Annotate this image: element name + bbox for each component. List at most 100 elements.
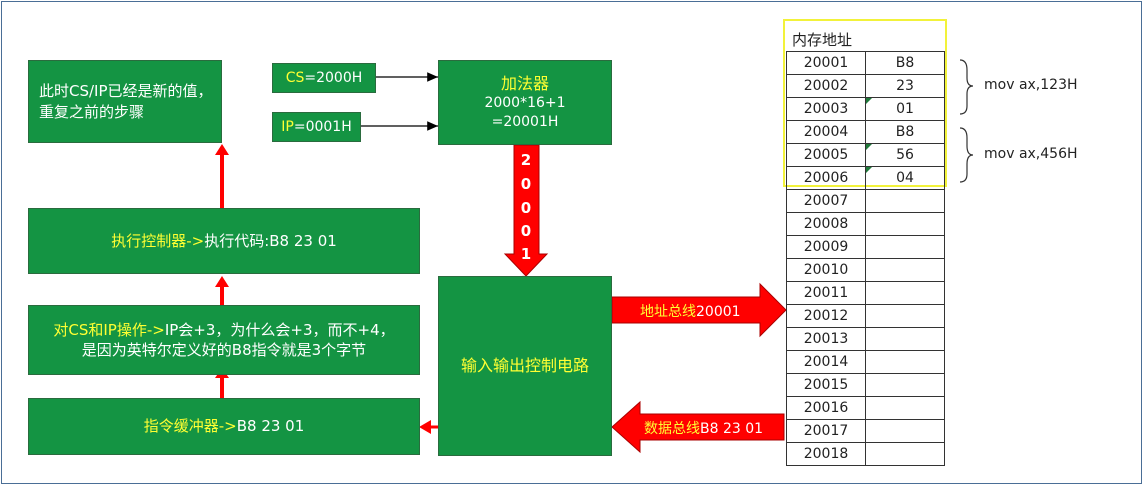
memory-value-cell: 01 xyxy=(865,97,945,121)
io-control-circuit-box: 输入输出控制电路 xyxy=(438,276,612,456)
memory-value-cell xyxy=(865,396,945,420)
memory-row: 20009 xyxy=(786,235,945,259)
memory-value-cell xyxy=(865,304,945,328)
memory-value-cell xyxy=(865,442,945,466)
memory-value-cell xyxy=(865,235,945,259)
memory-value-cell xyxy=(865,189,945,213)
adder-digit-1: 2 xyxy=(520,151,532,169)
instruction-buffer-name: 指令缓冲器-> xyxy=(143,417,237,436)
cs-ip-new-line1: 此时CS/IP已经是新的值， xyxy=(39,82,213,101)
memory-value-text: B8 xyxy=(895,124,915,140)
brace-instruction-2 xyxy=(959,127,974,183)
memory-row: 20012 xyxy=(786,304,945,328)
adder-box: 加法器 2000*16+1 =20001H xyxy=(438,60,612,145)
cs-ip-op-line1: IP会+3，为什么会+3，而不+4， xyxy=(164,320,395,339)
memory-address-cell: 20018 xyxy=(786,442,866,466)
memory-row: 20017 xyxy=(786,419,945,443)
adder-title: 加法器 xyxy=(500,73,549,93)
memory-address-cell: 20003 xyxy=(786,97,866,121)
adder-output-arrow xyxy=(503,144,549,277)
instruction-label-2: mov ax,456H xyxy=(984,146,1078,162)
memory-value-cell: 04 xyxy=(865,166,945,190)
memory-title: 内存地址 xyxy=(792,31,853,49)
data-bus-label: 数据总线B8 23 01 xyxy=(644,418,763,438)
memory-row: 20018 xyxy=(786,442,945,466)
memory-address-cell: 20004 xyxy=(786,120,866,144)
cs-ip-new-line2: 重复之前的步骤 xyxy=(39,102,145,121)
ip-register-box: IP=0001H xyxy=(272,112,361,142)
memory-address-cell: 20007 xyxy=(786,189,866,213)
memory-address-cell: 20013 xyxy=(786,327,866,351)
memory-row: 20015 xyxy=(786,373,945,397)
memory-value-cell xyxy=(865,212,945,236)
executor-text: 执行代码:B8 23 01 xyxy=(204,231,337,250)
address-bus-value: 20001 xyxy=(696,304,741,320)
memory-address-cell: 20016 xyxy=(786,396,866,420)
executor-box: 执行控制器->执行代码:B8 23 01 xyxy=(28,208,420,274)
memory-value-text: 04 xyxy=(896,170,914,186)
memory-value-cell xyxy=(865,258,945,282)
instruction-buffer-box: 指令缓冲器->B8 23 01 xyxy=(28,398,420,455)
cs-ip-op-line2: 是因为英特尔定义好的B8指令就是3个字节 xyxy=(81,341,367,359)
memory-address-cell: 20014 xyxy=(786,350,866,374)
memory-address-cell: 20001 xyxy=(786,51,866,75)
executor-name: 执行控制器-> xyxy=(111,231,205,250)
memory-row: 20002 23 xyxy=(786,74,945,98)
cs-register-value: =2000H xyxy=(304,69,363,86)
memory-address-cell: 20008 xyxy=(786,212,866,236)
cell-comment-marker xyxy=(866,167,872,173)
memory-value-cell: B8 xyxy=(865,120,945,144)
adder-digit-2: 0 xyxy=(520,175,532,193)
memory-row: 20003 01 xyxy=(786,97,945,121)
memory-row: 20007 xyxy=(786,189,945,213)
memory-row: 20011 xyxy=(786,281,945,305)
memory-row: 20008 xyxy=(786,212,945,236)
memory-row: 20005 56 xyxy=(786,143,945,167)
memory-address-cell: 20002 xyxy=(786,74,866,98)
memory-row: 20013 xyxy=(786,327,945,351)
memory-row: 20010 xyxy=(786,258,945,282)
ip-register-name: IP xyxy=(281,118,294,135)
ip-register-value: =0001H xyxy=(293,118,352,135)
memory-value-text: 01 xyxy=(896,101,914,117)
instruction-label-1: mov ax,123H xyxy=(984,77,1078,93)
memory-value-cell xyxy=(865,327,945,351)
data-bus-value: B8 23 01 xyxy=(700,421,764,437)
cs-register-name: CS xyxy=(285,69,305,86)
memory-row: 20001 B8 xyxy=(786,51,945,75)
cs-ip-op-name: 对CS和IP操作-> xyxy=(53,320,165,339)
memory-address-cell: 20012 xyxy=(786,304,866,328)
memory-address-cell: 20015 xyxy=(786,373,866,397)
memory-value-cell xyxy=(865,373,945,397)
memory-value-text: 23 xyxy=(896,78,914,94)
cs-register-box: CS=2000H xyxy=(272,63,376,93)
adder-result: =20001H xyxy=(491,114,559,131)
memory-row: 20006 04 xyxy=(786,166,945,190)
cs-ip-operation-box: 对CS和IP操作->IP会+3，为什么会+3，而不+4， 是因为英特尔定义好的B… xyxy=(28,305,420,375)
memory-row: 20014 xyxy=(786,350,945,374)
cell-comment-marker xyxy=(866,144,872,150)
memory-address-cell: 20006 xyxy=(786,166,866,190)
memory-address-cell: 20005 xyxy=(786,143,866,167)
memory-value-cell: B8 xyxy=(865,51,945,75)
memory-value-cell xyxy=(865,419,945,443)
memory-value-text: B8 xyxy=(895,55,915,71)
memory-value-cell: 23 xyxy=(865,74,945,98)
memory-row: 20004 B8 xyxy=(786,120,945,144)
memory-value-cell xyxy=(865,281,945,305)
io-control-circuit-label: 输入输出控制电路 xyxy=(460,356,589,376)
adder-digit-5: 1 xyxy=(520,245,532,263)
instruction-buffer-text: B8 23 01 xyxy=(236,417,305,436)
memory-value-cell xyxy=(865,350,945,374)
brace-instruction-1 xyxy=(959,59,974,115)
address-bus-arrow xyxy=(611,282,787,338)
memory-address-cell: 20009 xyxy=(786,235,866,259)
cs-ip-new-value-box: 此时CS/IP已经是新的值， 重复之前的步骤 xyxy=(28,60,222,143)
adder-formula: 2000*16+1 xyxy=(484,95,566,112)
memory-address-cell: 20017 xyxy=(786,419,866,443)
memory-address-cell: 20010 xyxy=(786,258,866,282)
adder-digit-3: 0 xyxy=(520,199,532,217)
memory-value-text: 56 xyxy=(896,147,914,163)
